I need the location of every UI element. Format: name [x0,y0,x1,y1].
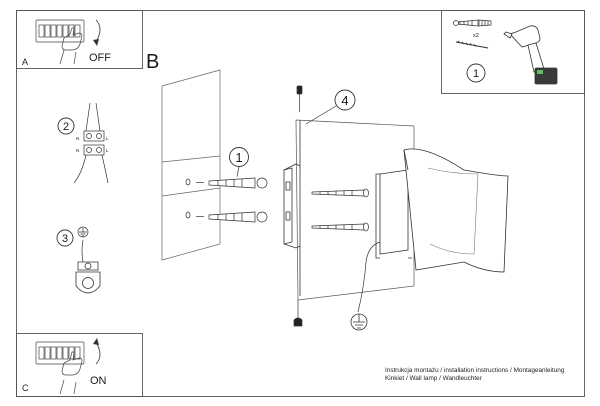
fuse-box-icon [35,19,85,43]
footer-line-product: Kinkiet / Wall lamp / Wandleuchter [385,375,482,383]
top-screw-icon [296,85,303,112]
cordless-drill-icon [503,25,558,85]
terminal-l-top: L [106,136,109,141]
switch-off-arrow-icon [95,19,101,43]
earth-step-circle [56,229,74,247]
earth-symbol-icon [77,226,89,238]
screw-lower [311,222,369,232]
switch-on-arrow-icon [95,341,101,365]
screw-upper [311,188,369,198]
off-label: OFF [89,52,111,64]
mounting-bracket [283,163,301,249]
switch-off-arrowhead-icon [93,39,99,46]
wall-plug-upper [196,177,268,189]
wiring-step-circle [57,117,75,135]
earth-wire [81,239,84,263]
panel-a-letter: A [22,57,28,67]
callout-wall-plugs-number: 1 [235,150,242,165]
on-label: ON [90,375,107,387]
main-assembly-letter: B [146,51,159,73]
earth-step: 3 [56,226,101,294]
wiring-step-number: 2 [63,121,69,133]
terminal-n-top: N [76,136,79,141]
bottom-screw-icon [293,300,303,327]
footer-line-instructions: Instrukcja montażu / installation instru… [385,367,565,374]
callout-wall-plugs: 1 [229,147,249,177]
drill-bit-icon [455,40,489,49]
terminal-l-bottom: L [106,148,109,153]
multiplier-label: x2 [473,33,479,39]
panel-c-box [16,333,143,397]
fuse-row [38,24,81,38]
panel-tools-box [441,10,585,94]
earth-step-number: 3 [62,233,68,245]
screw-icon [478,19,492,27]
callout-bracket: 4 [305,89,356,125]
lamp-earth-symbol-icon [350,313,368,331]
hand-icon [59,27,83,65]
lamp-earth-wire [357,241,381,313]
switch-on-arrowhead-icon [93,338,99,345]
panel-c: C ON [22,338,107,395]
fuse-box-icon [35,341,85,365]
tools-step-circle [466,63,486,83]
terminal-block-icon [73,102,109,184]
panel-a: A OFF [22,19,111,67]
panel-c-letter: C [22,383,29,393]
panel-a-box [16,10,143,69]
wall-plug-icon [453,19,479,27]
panel-tools: x2 1 [453,19,558,85]
drill-hole-icon [185,178,191,219]
hand-icon [59,351,83,395]
footer-caption: Instrukcja montażu / installation instru… [385,367,595,383]
sheet-frame [16,10,585,397]
earth-terminal-icon [75,261,101,294]
wall-plug-lower [196,211,268,223]
main-assembly: B 1 [146,51,509,331]
lamp-body [295,119,509,301]
callout-bracket-number: 4 [341,93,348,108]
wall-surface [161,69,221,261]
wiring-step: 2 N L N L [57,102,109,184]
tools-step-number: 1 [473,68,479,80]
terminal-n-bottom: N [76,148,79,153]
